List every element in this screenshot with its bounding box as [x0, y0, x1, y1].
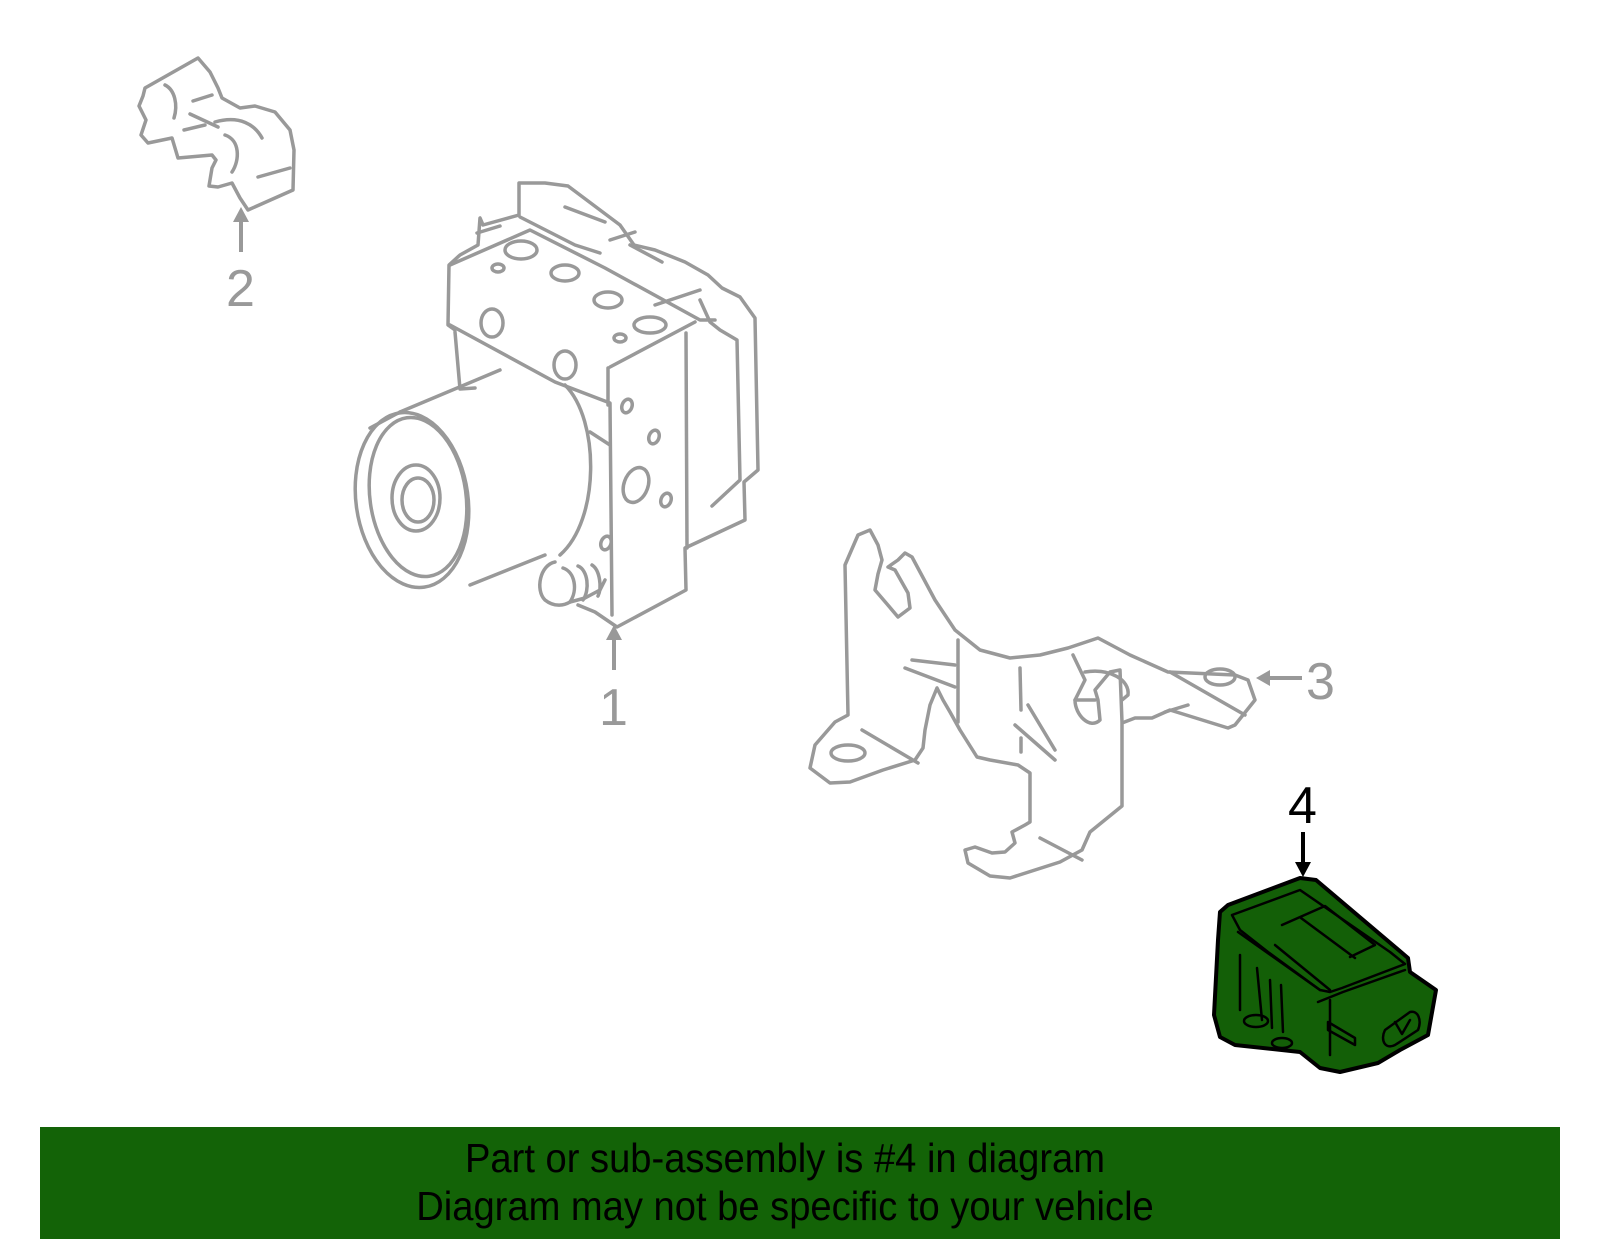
part-2-clip[interactable] [137, 56, 296, 212]
banner-disclaimer: Diagram may not be specific to your vehi… [416, 1183, 1154, 1229]
callout-label-2[interactable]: 2 [226, 260, 255, 318]
callout-arrow-3 [1256, 670, 1302, 686]
callout-arrow-2 [233, 207, 249, 252]
callout-arrow-4 [1295, 832, 1311, 877]
banner-part-note: Part or sub-assembly is #4 in diagram [464, 1135, 1105, 1181]
part-4-sensor[interactable] [1212, 876, 1438, 1074]
part-3-bracket[interactable] [808, 528, 1257, 880]
callout-label-4[interactable]: 4 [1288, 777, 1317, 835]
callout-label-1[interactable]: 1 [599, 679, 628, 737]
callout-arrow-1 [606, 625, 622, 670]
callout-label-3[interactable]: 3 [1306, 653, 1335, 711]
part-1-abs-modulator[interactable] [344, 181, 760, 629]
part-info-banner: Part or sub-assembly is #4 in diagram Di… [40, 1127, 1560, 1239]
